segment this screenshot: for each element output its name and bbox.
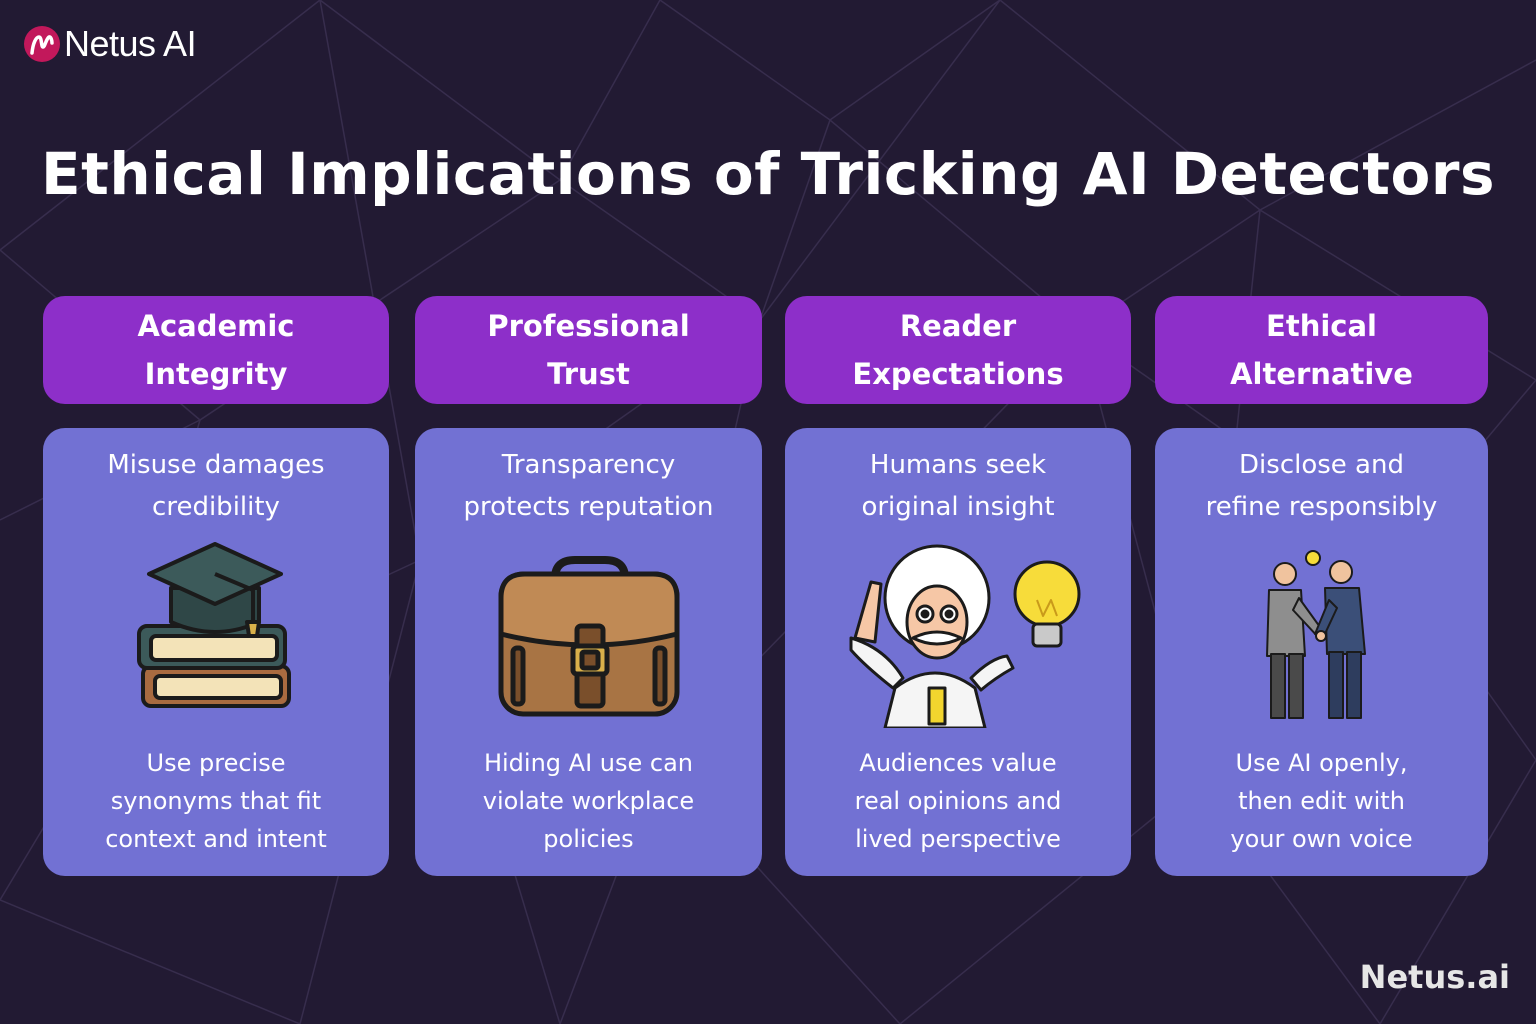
netus-logo[interactable]: Netus AI [24, 22, 197, 66]
scientist-lightbulb-icon [849, 544, 1081, 728]
logo-text: Netus AI [64, 23, 197, 64]
graduation-books-icon [137, 542, 291, 708]
brand-watermark: Netus.ai [1359, 958, 1510, 996]
handshake-icon [1266, 550, 1366, 719]
netus-logo-mark-icon [24, 26, 60, 62]
page-title: Ethical Implications of Tricking AI Dete… [41, 140, 1495, 208]
briefcase-icon [498, 556, 680, 717]
